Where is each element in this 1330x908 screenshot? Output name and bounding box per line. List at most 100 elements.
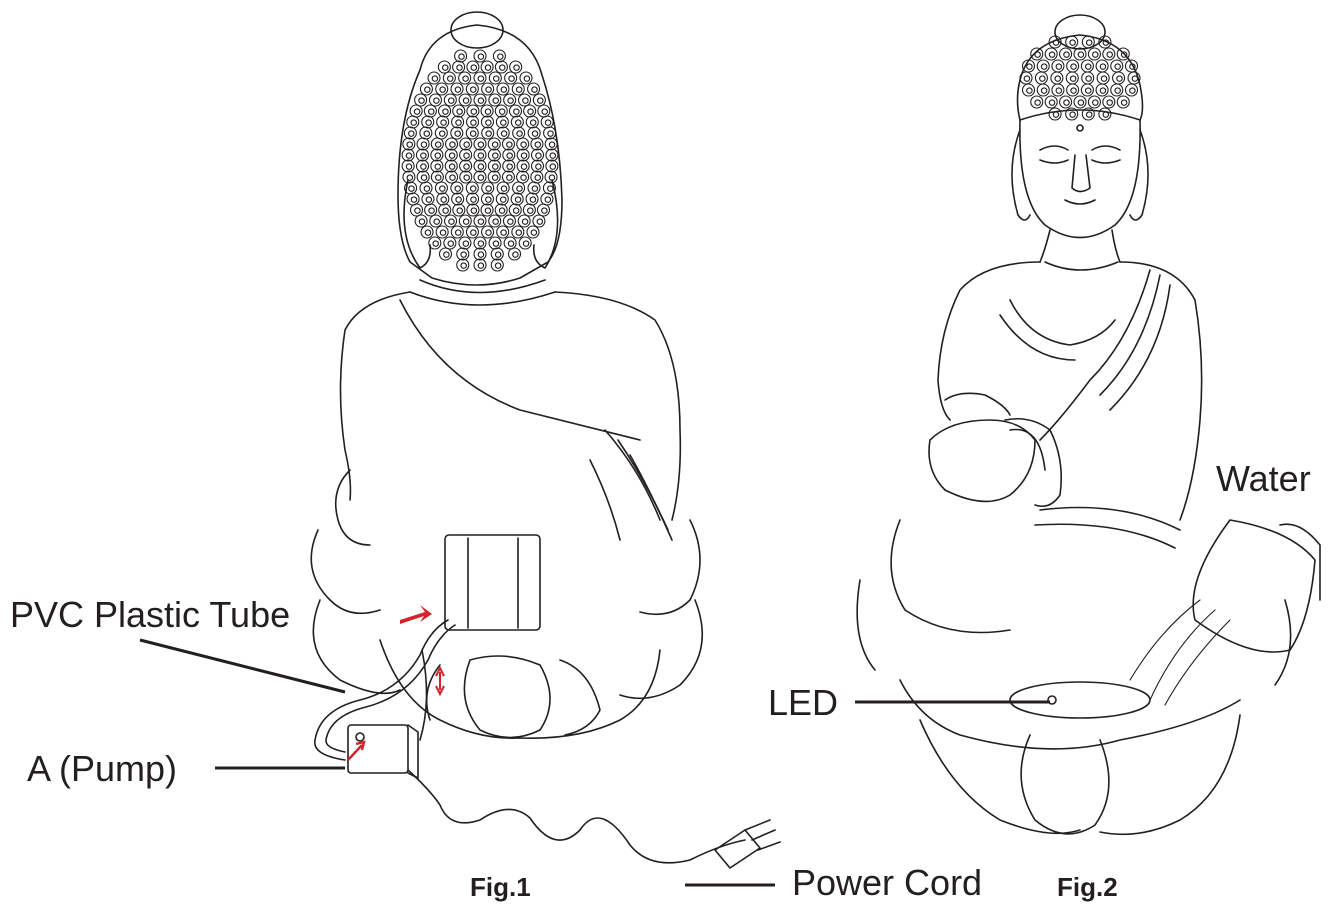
hair-curl xyxy=(417,171,429,183)
hair-curl xyxy=(1035,72,1047,84)
hair-curl-inner xyxy=(440,186,445,191)
hair-curl xyxy=(519,94,531,106)
hair-curl xyxy=(474,138,486,150)
hair-curl xyxy=(444,237,456,249)
hair-curl-inner xyxy=(1056,88,1061,93)
hair-curl-inner xyxy=(535,142,540,147)
hair-curl xyxy=(474,237,486,249)
hair-curl xyxy=(1066,36,1078,48)
fig1-buddha-back-view xyxy=(311,12,780,868)
hair-curl-inner xyxy=(470,186,475,191)
hair-curl-inner xyxy=(528,208,533,213)
hair-curl-inner xyxy=(485,208,490,213)
hair-curl xyxy=(497,127,509,139)
hair-curl-inner xyxy=(461,263,466,268)
leader-tube xyxy=(140,640,345,692)
hair-curl xyxy=(1099,108,1111,120)
hair-curl-inner xyxy=(478,98,483,103)
hair-curl xyxy=(453,204,465,216)
hair-curl xyxy=(1066,72,1078,84)
hair-curl xyxy=(474,149,486,161)
hair-curl xyxy=(439,204,451,216)
hair-curl xyxy=(1096,84,1108,96)
hair-curl xyxy=(437,193,449,205)
hair-curl-inner xyxy=(457,109,462,114)
hair-curl xyxy=(1097,72,1109,84)
hair-curl-inner xyxy=(532,186,537,191)
hair-curl xyxy=(439,105,451,117)
hair-curl-inner xyxy=(493,241,498,246)
label-pump: A (Pump) xyxy=(27,748,177,790)
hair-curl-inner xyxy=(514,109,519,114)
hair-curl xyxy=(1103,96,1115,108)
hair-curl-inner xyxy=(478,54,483,59)
hair-curl-inner xyxy=(433,241,438,246)
hair-curl xyxy=(407,116,419,128)
hair-curl-inner xyxy=(478,263,483,268)
hair-curl xyxy=(503,215,515,227)
hair-curl-inner xyxy=(471,230,476,235)
hair-curl xyxy=(410,105,422,117)
hair-curl xyxy=(488,149,500,161)
hair-curl xyxy=(531,171,543,183)
hair-curl-inner xyxy=(449,98,454,103)
hair-curl-inner xyxy=(485,65,490,70)
hair-curl-inner xyxy=(494,76,499,81)
hair-curl-inner xyxy=(455,131,460,136)
hair-curl-inner xyxy=(532,131,537,136)
hair-curl xyxy=(546,149,558,161)
hair-curl xyxy=(1045,48,1057,60)
hair-curl-inner xyxy=(516,230,521,235)
hair-curl-inner xyxy=(440,131,445,136)
hair-curl xyxy=(488,138,500,150)
hair-curl-inner xyxy=(501,230,506,235)
hair-curl xyxy=(533,94,545,106)
hair-curl-inner xyxy=(507,142,512,147)
hair-curl xyxy=(457,259,469,271)
hair-curl-inner xyxy=(456,120,461,125)
hair-curl-inner xyxy=(486,197,491,202)
hair-curl xyxy=(453,105,465,117)
hair-curl-inner xyxy=(421,164,426,169)
hair-curl xyxy=(421,226,433,238)
label-power-cord: Power Cord xyxy=(792,862,982,904)
hair-curl xyxy=(1020,72,1032,84)
hair-curl xyxy=(523,204,535,216)
hair-curl xyxy=(457,248,469,260)
hair-curl xyxy=(1081,84,1093,96)
hair-curl-inner xyxy=(524,76,529,81)
hair-curl xyxy=(445,149,457,161)
hair-curl xyxy=(509,248,521,260)
hair-curl xyxy=(528,83,540,95)
hair-curl-inner xyxy=(1027,88,1032,93)
hair-curl xyxy=(517,160,529,172)
hair-curl xyxy=(1031,96,1043,108)
hair-curl-inner xyxy=(1087,112,1092,117)
hair-curl-inner xyxy=(435,153,440,158)
hair-curl xyxy=(482,182,494,194)
hair-curl-inner xyxy=(432,76,437,81)
hair-curl xyxy=(1023,84,1035,96)
hair-curl xyxy=(1037,60,1049,72)
hair-curl xyxy=(519,237,531,249)
hair-curl-inner xyxy=(542,208,547,213)
hair-curl-inner xyxy=(486,120,491,125)
hair-curl xyxy=(459,72,471,84)
hair-curl-inner xyxy=(515,197,520,202)
hair-curl xyxy=(497,182,509,194)
hair-curl-inner xyxy=(449,219,454,224)
hair-curl xyxy=(459,94,471,106)
hair-curl-inner xyxy=(493,98,498,103)
hair-curl xyxy=(446,171,458,183)
hair-curl xyxy=(489,237,501,249)
fig2-buddha-front-view xyxy=(857,15,1320,834)
hair-curl-inner xyxy=(1132,76,1137,81)
hair-curl xyxy=(512,226,524,238)
hair-curl-inner xyxy=(509,76,514,81)
hair-curl xyxy=(453,61,465,73)
hair-curl-inner xyxy=(536,164,541,169)
hair-curl-inner xyxy=(449,164,454,169)
hair-curl-inner xyxy=(1078,100,1083,105)
flow-arrow-3 xyxy=(348,742,364,760)
hair-curl xyxy=(517,171,529,183)
